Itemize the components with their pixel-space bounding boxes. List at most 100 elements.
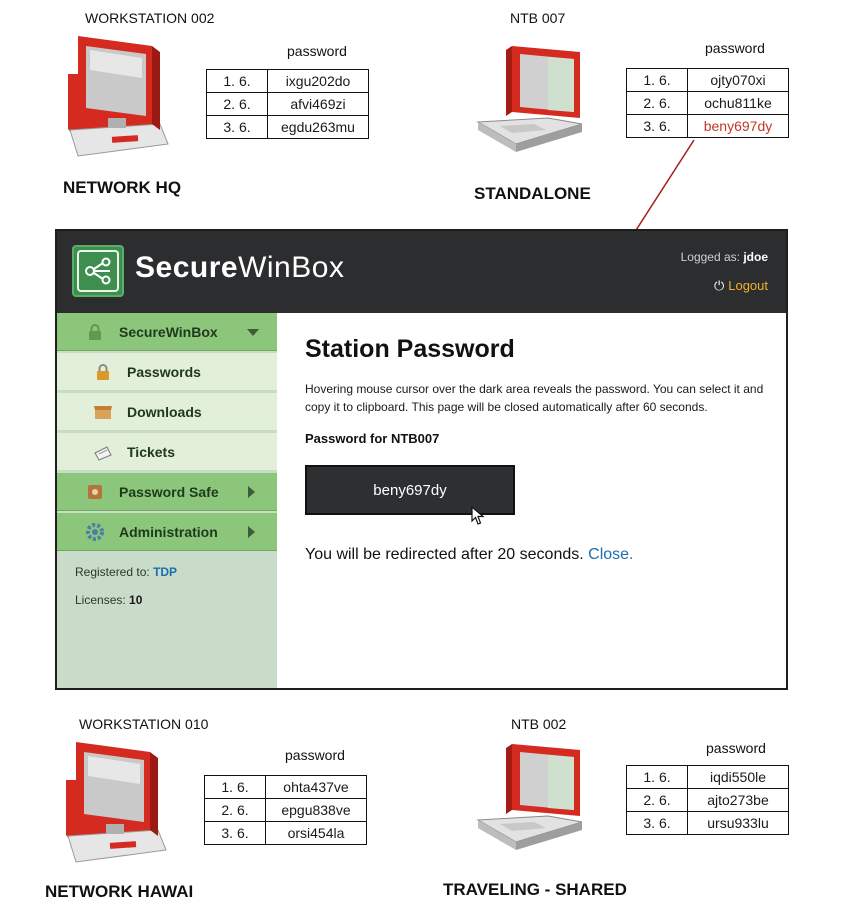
app-header: SecureWinBox Logged as: jdoe ⏻Logout [57, 231, 786, 313]
sidebar-item-label: Tickets [127, 443, 175, 460]
logged-user: jdoe [743, 250, 768, 264]
sidebar-item-label: Passwords [127, 363, 201, 380]
sidebar-item-passwords[interactable]: Passwords [57, 353, 277, 391]
licenses: Licenses: 10 [75, 593, 142, 607]
row-index: 1. 6. [204, 775, 266, 799]
row-password: ixgu202do [267, 69, 369, 93]
securewinbox-window: SecureWinBox Logged as: jdoe ⏻Logout Sec… [55, 229, 788, 690]
station-label: NTB 002 [511, 716, 567, 732]
table-row: 2. 6.epgu838ve [204, 798, 367, 822]
row-index: 1. 6. [206, 69, 268, 93]
row-index: 3. 6. [626, 114, 688, 138]
brand-light: WinBox [238, 251, 345, 284]
logged-label: Logged as: [680, 250, 740, 264]
station-caption: TRAVELING - SHARED [443, 880, 627, 899]
power-icon: ⏻ [713, 278, 725, 293]
logout-label: Logout [728, 278, 768, 293]
logout-link[interactable]: ⏻Logout [714, 278, 768, 294]
row-index: 2. 6. [626, 788, 688, 812]
sidebar-item-administration[interactable]: Administration [57, 513, 277, 551]
password-table: 1. 6.iqdi550le 2. 6.ajto273be 3. 6.ursu9… [626, 765, 789, 835]
table-row: 2. 6.ajto273be [626, 788, 789, 812]
row-password: ojty070xi [687, 68, 789, 92]
chevron-right-icon [248, 526, 255, 538]
table-row: 2. 6.ochu811ke [626, 91, 789, 115]
table-row: 3. 6.ursu933lu [626, 811, 789, 835]
station-label: NTB 007 [510, 10, 566, 26]
lock-icon [85, 322, 105, 342]
row-password: ochu811ke [687, 91, 789, 115]
sidebar-item-securewinbox[interactable]: SecureWinBox [57, 313, 277, 351]
padlock-icon [93, 362, 113, 382]
password-header: password [285, 747, 345, 763]
row-password: orsi454la [265, 821, 367, 845]
desktop-computer-icon [68, 36, 169, 157]
table-row: 3. 6.egdu263mu [206, 115, 369, 139]
station-caption: STANDALONE [474, 184, 591, 203]
password-header: password [287, 43, 347, 59]
table-row: 2. 6.afvi469zi [206, 92, 369, 116]
chevron-down-icon [247, 329, 259, 336]
sidebar: SecureWinBox Passwords Downloads Tickets [57, 313, 278, 688]
row-index: 3. 6. [204, 821, 266, 845]
password-value[interactable]: beny697dy [373, 481, 447, 499]
row-index: 3. 6. [626, 811, 688, 835]
ticket-icon [93, 442, 113, 462]
row-password: ursu933lu [687, 811, 789, 835]
sidebar-item-label: Password Safe [119, 483, 219, 500]
chevron-right-icon [248, 486, 255, 498]
row-index: 2. 6. [626, 91, 688, 115]
password-reveal-box[interactable]: beny697dy [305, 465, 515, 515]
mouse-cursor-icon [471, 506, 485, 525]
box-icon [93, 402, 113, 422]
password-header: password [705, 40, 765, 56]
sidebar-item-tickets[interactable]: Tickets [57, 433, 277, 471]
row-password: epgu838ve [265, 798, 367, 822]
password-table: 1. 6.ohta437ve 2. 6.epgu838ve 3. 6.orsi4… [204, 775, 367, 845]
table-row: 1. 6.ojty070xi [626, 68, 789, 92]
row-password: afvi469zi [267, 92, 369, 116]
station-caption: NETWORK HQ [63, 178, 182, 197]
row-password: ohta437ve [265, 775, 367, 799]
logo-icon [72, 245, 124, 297]
password-table: 1. 6.ojty070xi 2. 6.ochu811ke 3. 6.beny6… [626, 68, 789, 138]
registered-value[interactable]: TDP [153, 565, 178, 579]
registered-label: Registered to: [75, 565, 150, 579]
station-caption: NETWORK HAWAI [45, 882, 194, 901]
page-title: Station Password [305, 335, 515, 363]
safe-icon [85, 482, 105, 502]
row-index: 1. 6. [626, 765, 688, 789]
laptop-computer-icon [476, 46, 583, 152]
licenses-label: Licenses: [75, 593, 126, 607]
brand-bold: Secure [135, 251, 239, 284]
redirect-message: You will be redirected after 20 seconds.… [305, 546, 634, 564]
page-description: Hovering mouse cursor over the dark area… [305, 382, 764, 414]
desktop-computer-icon [66, 742, 167, 863]
gear-icon [85, 522, 105, 542]
sidebar-item-downloads[interactable]: Downloads [57, 393, 277, 431]
main-content: Station Password Hovering mouse cursor o… [277, 313, 786, 688]
redirect-text: You will be redirected after 20 seconds. [305, 546, 584, 563]
row-index: 2. 6. [206, 92, 268, 116]
registered-to: Registered to: TDP [75, 565, 177, 579]
password-for-label: Password for NTB007 [305, 431, 440, 446]
table-row: 1. 6.iqdi550le [626, 765, 789, 789]
table-row: 3. 6.beny697dy [626, 114, 789, 138]
row-index: 3. 6. [206, 115, 268, 139]
laptop-computer-icon [476, 744, 583, 850]
sidebar-item-label: SecureWinBox [119, 323, 218, 340]
row-password: ajto273be [687, 788, 789, 812]
close-link[interactable]: Close. [588, 546, 634, 563]
password-header: password [706, 740, 766, 756]
brand-title: SecureWinBox [135, 251, 344, 285]
table-row: 1. 6.ohta437ve [204, 775, 367, 799]
row-password: egdu263mu [267, 115, 369, 139]
row-password-highlighted: beny697dy [687, 114, 789, 138]
table-row: 3. 6.orsi454la [204, 821, 367, 845]
station-label: WORKSTATION 002 [85, 10, 215, 26]
row-index: 1. 6. [626, 68, 688, 92]
sidebar-item-password-safe[interactable]: Password Safe [57, 473, 277, 511]
station-label: WORKSTATION 010 [79, 716, 209, 732]
sidebar-item-label: Administration [119, 523, 218, 540]
row-index: 2. 6. [204, 798, 266, 822]
